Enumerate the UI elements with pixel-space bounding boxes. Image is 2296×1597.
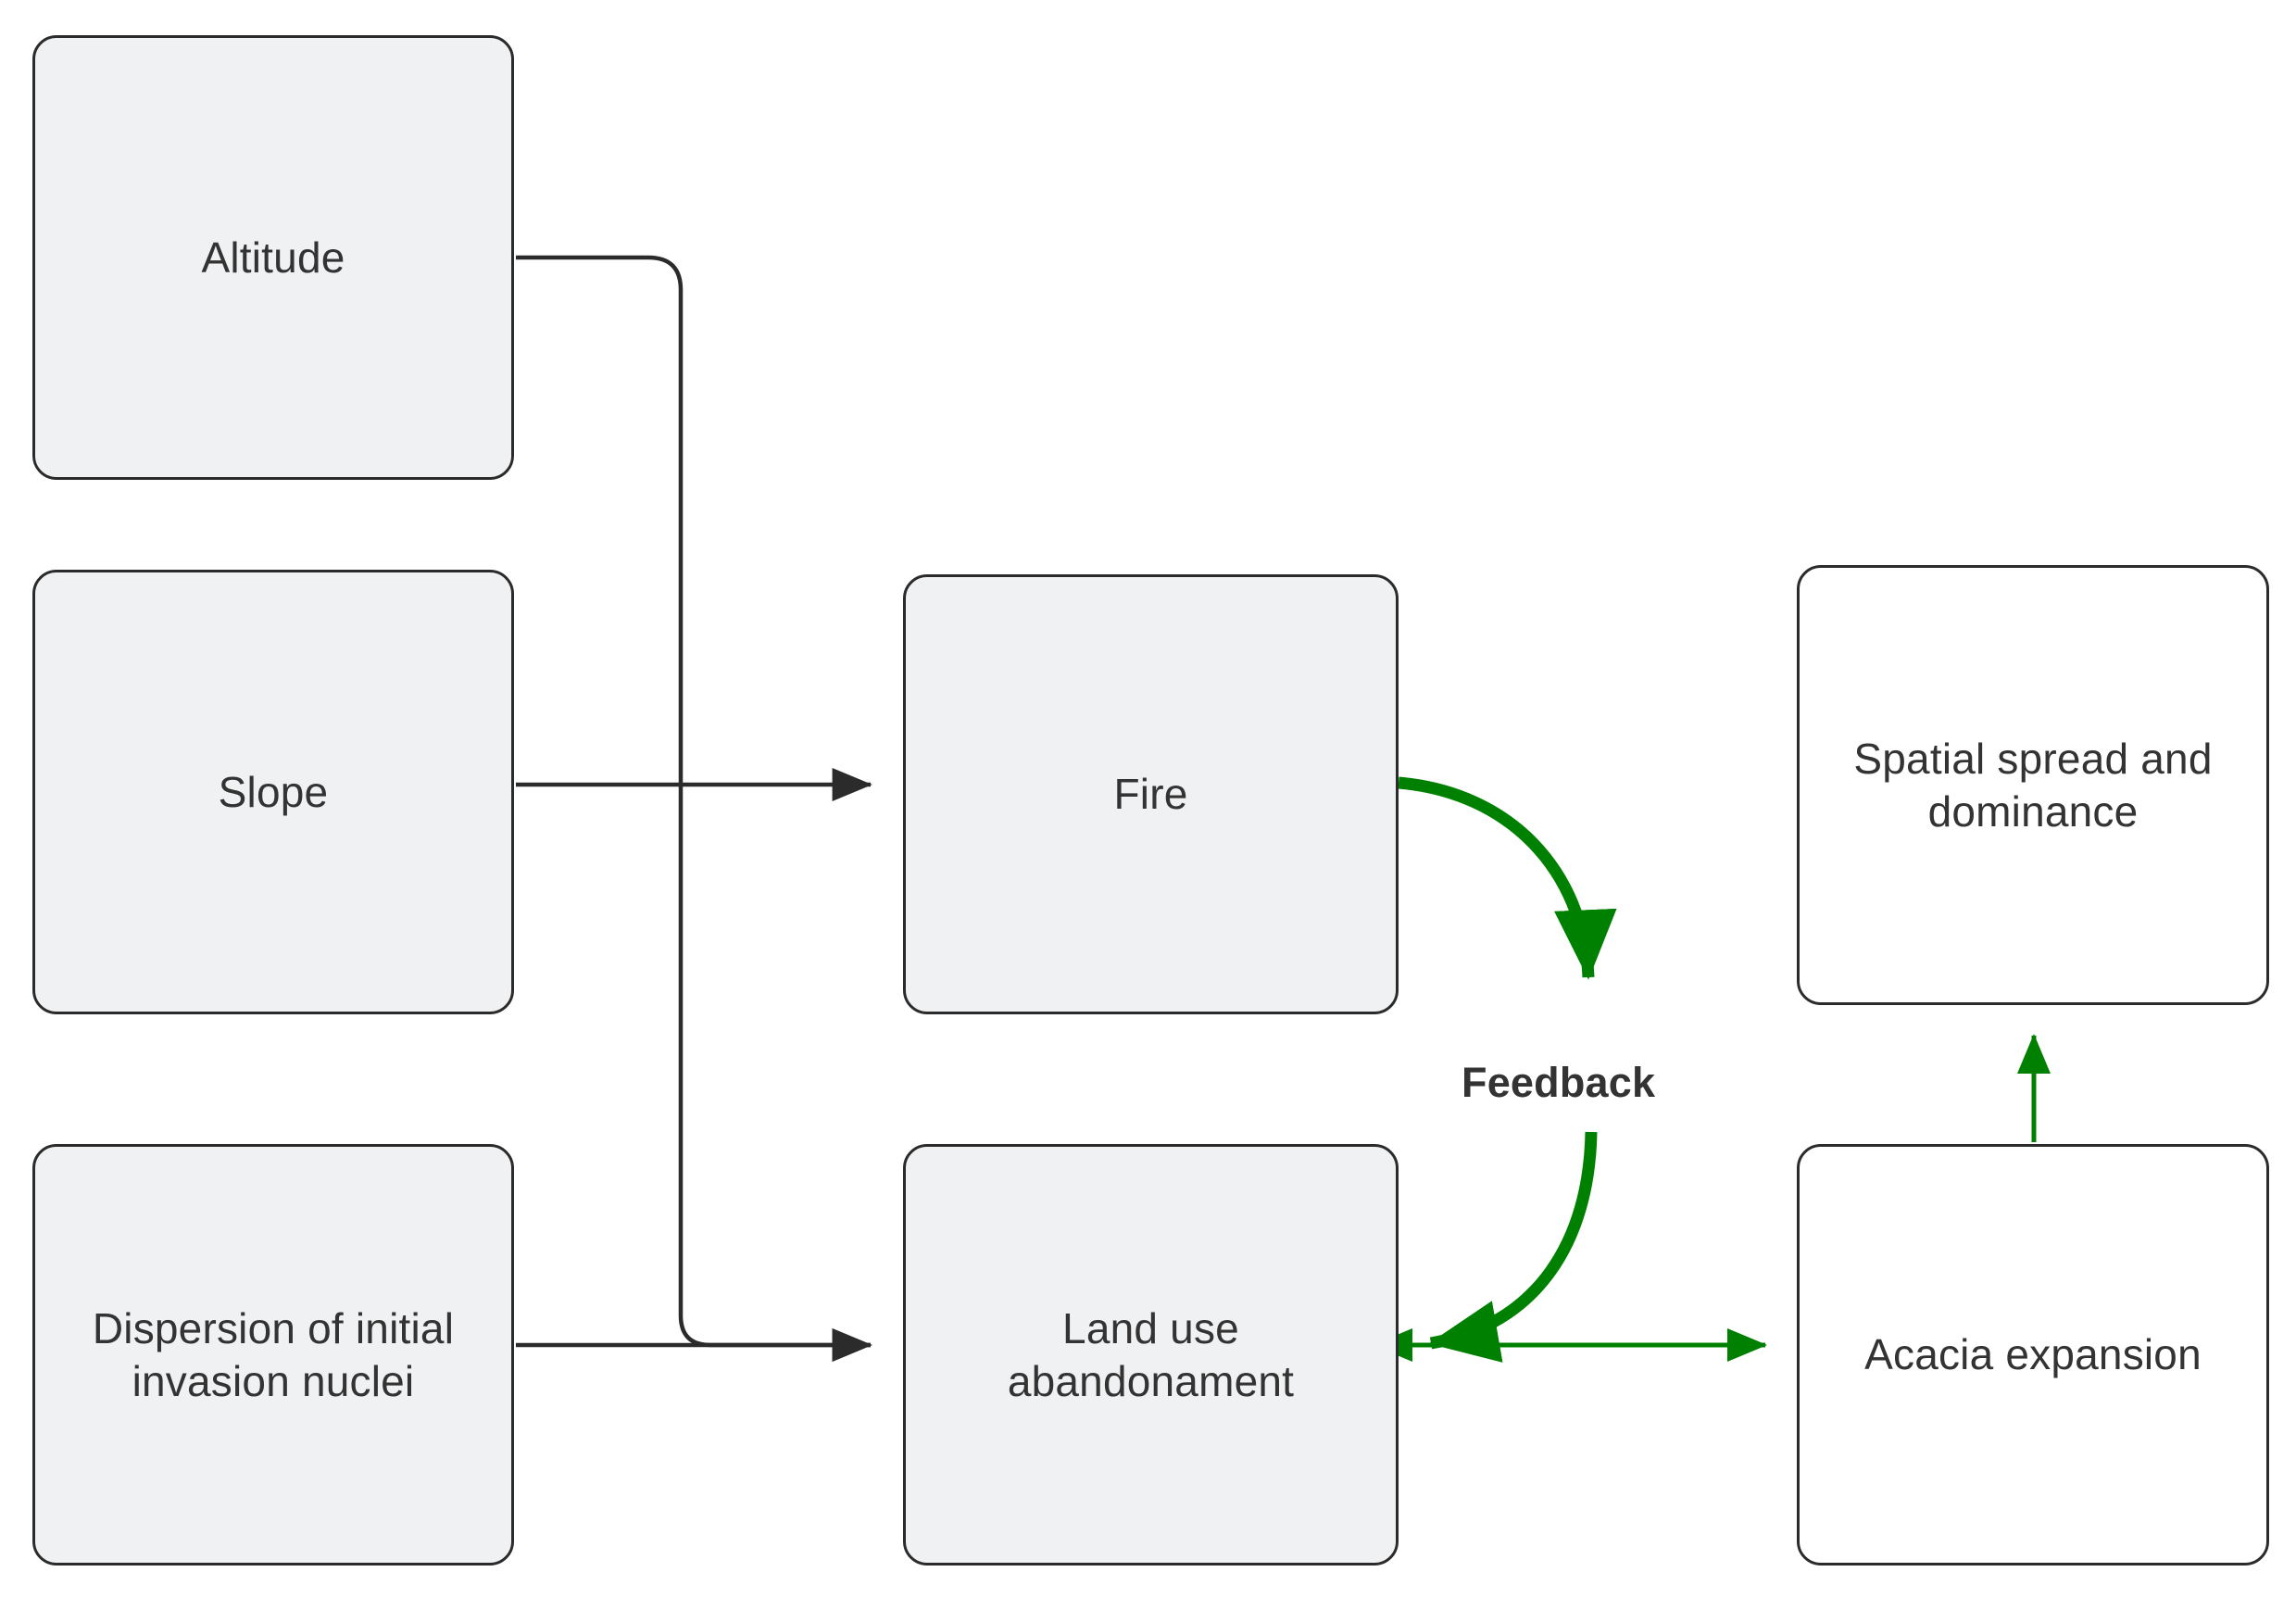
node-dispersion-label: Dispersion of initial invasion nuclei (92, 1304, 455, 1405)
node-acacia-expansion[interactable]: Acacia expansion (1797, 1144, 2269, 1566)
node-land-use-label: Land use abandonament (1007, 1304, 1295, 1405)
node-slope-label: Slope (218, 767, 329, 816)
node-land-use-abandonament[interactable]: Land use abandonament (903, 1144, 1399, 1566)
node-altitude-label: Altitude (201, 233, 345, 282)
node-slope[interactable]: Slope (32, 570, 514, 1014)
node-spatial-spread-and-dominance[interactable]: Spatial spread and dominance (1797, 565, 2269, 1005)
edge-altitude-to-landuse (516, 255, 872, 1362)
node-fire-label: Fire (1113, 770, 1188, 819)
edge-feedback-to-landuse (1428, 1131, 1598, 1363)
node-spatial-spread-label: Spatial spread and dominance (1853, 735, 2213, 836)
edge-label-feedback: Feedback (1462, 1059, 1656, 1106)
edge-fire-to-feedback (1398, 776, 1617, 980)
node-altitude[interactable]: Altitude (32, 35, 514, 480)
node-acacia-expansion-label: Acacia expansion (1864, 1330, 2202, 1379)
node-fire[interactable]: Fire (903, 574, 1399, 1014)
node-dispersion-of-initial-invasion-nuclei[interactable]: Dispersion of initial invasion nuclei (32, 1144, 514, 1566)
